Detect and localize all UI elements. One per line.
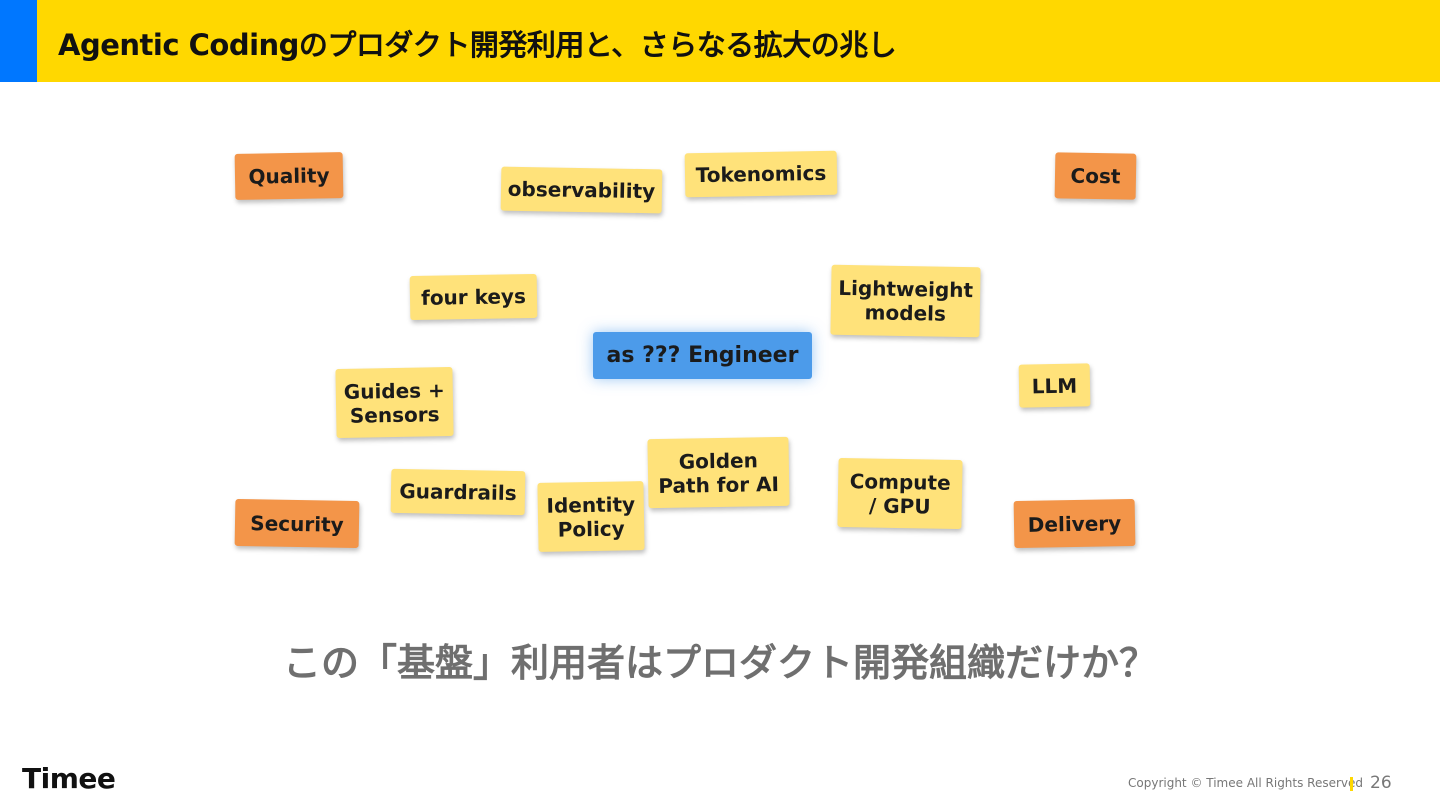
note-golden-path: Golden Path for AI: [647, 436, 790, 509]
note-identity-policy: Identity Policy: [537, 481, 645, 552]
note-center-engineer: as ??? Engineer: [593, 332, 812, 379]
note-compute-gpu: Compute / GPU: [837, 457, 963, 530]
note-llm: LLM: [1018, 363, 1091, 408]
note-guardrails: Guardrails: [390, 468, 526, 516]
question-text: この「基盤」利用者はプロダクト開発組織だけか？: [282, 641, 1157, 685]
note-guides-sensors: Guides + Sensors: [335, 366, 454, 439]
note-cost: Cost: [1054, 152, 1137, 200]
footer-divider: [1350, 777, 1353, 791]
copyright-text: Copyright © Timee All Rights Reserved: [1128, 776, 1364, 790]
note-observability: observability: [500, 166, 663, 214]
note-lightweight-models: Lightweight models: [830, 264, 981, 338]
header-bar: Agentic Codingのプロダクト開発利用と、さらなる拡大の兆し: [0, 0, 1440, 82]
note-delivery: Delivery: [1013, 498, 1136, 549]
timee-logo: Timee: [22, 762, 116, 795]
note-security: Security: [234, 498, 360, 549]
note-four-keys: four keys: [409, 273, 538, 321]
note-quality: Quality: [234, 152, 344, 200]
note-tokenomics: Tokenomics: [684, 150, 838, 198]
header-accent: [0, 0, 37, 82]
page-number: 26: [1370, 773, 1392, 793]
slide-title: Agentic Codingのプロダクト開発利用と、さらなる拡大の兆し: [58, 28, 897, 62]
